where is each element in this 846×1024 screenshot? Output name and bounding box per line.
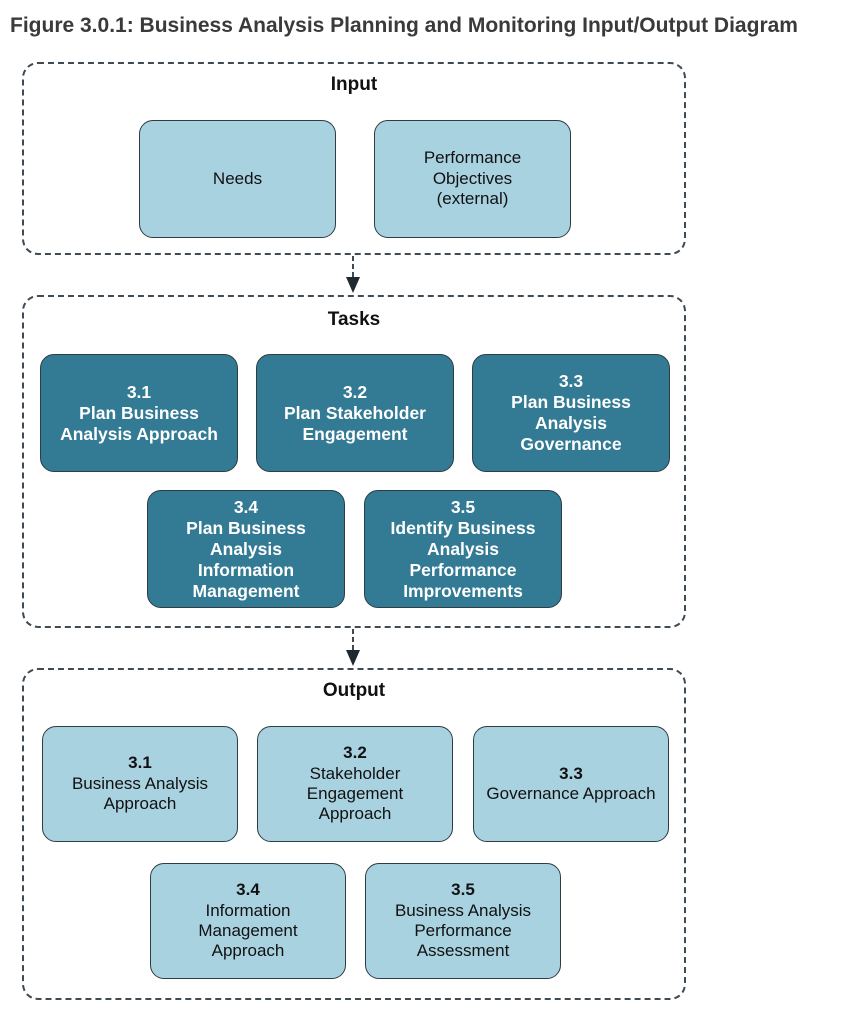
- task-3-2-name: Plan Stakeholder Engagement: [284, 402, 426, 444]
- input-performance-objectives-text: Performance Objectives (external): [423, 148, 522, 209]
- task-3-1-box: 3.1 Plan Business Analysis Approach: [40, 354, 238, 472]
- output-3-2-box: 3.2 Stakeholder Engagement Approach: [257, 726, 453, 842]
- output-3-1-box: 3.1 Business Analysis Approach: [42, 726, 238, 842]
- input-needs-box: Needs: [139, 120, 336, 238]
- output-3-4-box: 3.4 Information Management Approach: [150, 863, 346, 979]
- output-3-5-box: 3.5 Business Analysis Performance Assess…: [365, 863, 561, 979]
- task-3-4-box: 3.4 Plan Business Analysis Information M…: [147, 490, 345, 608]
- output-section: Output 3.1 Business Analysis Approach 3.…: [22, 668, 686, 1000]
- task-3-5-box: 3.5 Identify Business Analysis Performan…: [364, 490, 562, 608]
- task-3-1-name: Plan Business Analysis Approach: [60, 402, 218, 444]
- output-3-2-number: 3.2: [343, 743, 367, 763]
- task-3-1-number: 3.1: [126, 381, 152, 402]
- output-3-5-number: 3.5: [451, 880, 475, 900]
- task-3-4-name: Plan Business Analysis Information Manag…: [186, 517, 306, 601]
- output-3-2-name: Stakeholder Engagement Approach: [306, 763, 404, 824]
- tasks-section: Tasks 3.1 Plan Business Analysis Approac…: [22, 295, 686, 628]
- task-3-4-number: 3.4: [233, 496, 259, 517]
- output-3-3-box: 3.3 Governance Approach: [473, 726, 669, 842]
- task-3-5-name: Identify Business Analysis Performance I…: [390, 517, 536, 601]
- output-3-5-name: Business Analysis Performance Assessment: [394, 900, 532, 961]
- input-performance-objectives-box: Performance Objectives (external): [374, 120, 571, 238]
- output-label: Output: [322, 680, 386, 701]
- input-section: Input Needs Performance Objectives (exte…: [22, 62, 686, 255]
- tasks-label: Tasks: [327, 309, 381, 330]
- task-3-2-number: 3.2: [342, 381, 368, 402]
- task-3-3-number: 3.3: [558, 371, 584, 391]
- output-3-3-number: 3.3: [559, 763, 583, 783]
- task-3-5-number: 3.5: [450, 496, 476, 517]
- input-needs-text: Needs: [212, 168, 263, 188]
- task-3-3-box: 3.3 Plan Business Analysis Governance: [472, 354, 670, 472]
- task-3-3-name: Plan Business Analysis Governance: [511, 392, 631, 454]
- output-3-4-number: 3.4: [236, 880, 260, 900]
- figure-title: Figure 3.0.1: Business Analysis Planning…: [10, 14, 798, 37]
- input-label: Input: [330, 74, 378, 95]
- output-3-1-name: Business Analysis Approach: [71, 773, 209, 814]
- output-3-1-number: 3.1: [128, 753, 152, 773]
- task-3-2-box: 3.2 Plan Stakeholder Engagement: [256, 354, 454, 472]
- arrow-down-icon: [346, 256, 360, 293]
- output-3-4-name: Information Management Approach: [198, 900, 298, 961]
- arrow-down-icon: [346, 629, 360, 666]
- output-3-3-name: Governance Approach: [486, 784, 656, 803]
